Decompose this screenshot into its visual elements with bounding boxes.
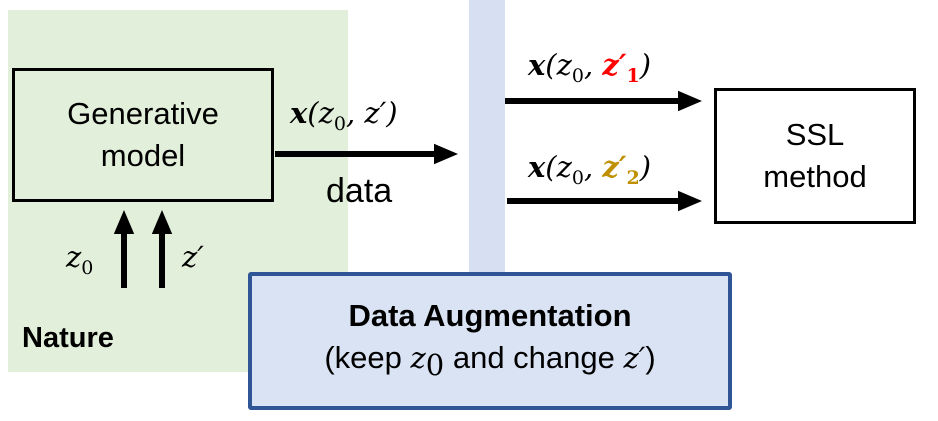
nature-label: Nature [22,322,114,354]
zprime-label: z′ [182,240,204,274]
z0-label: z0 [66,240,94,279]
data-math-label: x(z0, z′) [290,96,398,135]
gen-label-1: Generative [67,96,219,131]
data-augmentation-box: Data Augmentation (keep z0 and change z′… [248,272,732,410]
gen-label-2: model [100,138,186,173]
ssl-label-1: SSL [785,117,845,152]
ssl-method-box: SSL method [714,88,916,224]
augmentation-subtitle: (keep z0 and change z′) [324,340,656,383]
augmentation-title: Data Augmentation [348,298,632,333]
view2-label: x(z0, z′2) [528,150,652,189]
view1-label: x(z0, z′1) [528,48,652,87]
generative-model-box: Generative model [12,68,274,202]
data-label: data [326,172,393,210]
augmentation-bar [469,0,505,274]
ssl-label-2: method [763,159,867,194]
